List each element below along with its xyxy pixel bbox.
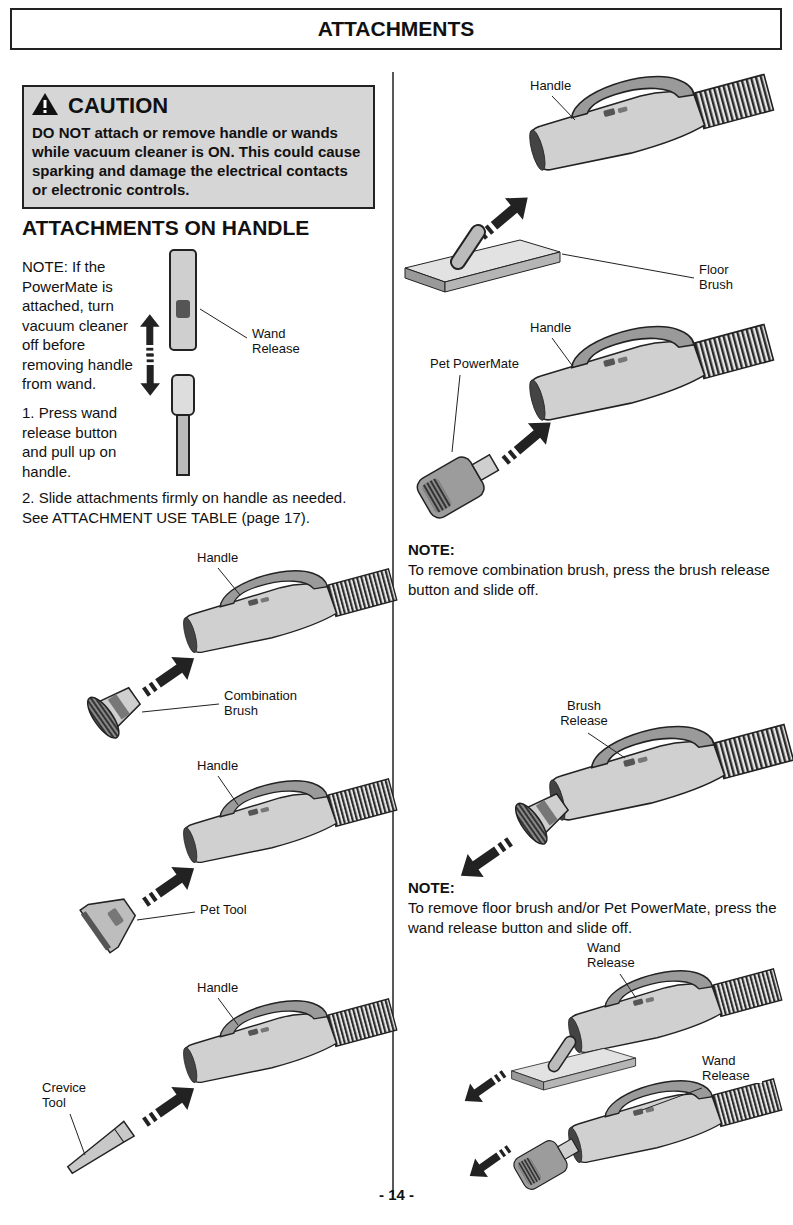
note-text: To remove floor brush and/or Pet PowerMa…	[408, 898, 778, 937]
note-heading: NOTE:	[408, 878, 455, 897]
warning-icon	[30, 91, 60, 117]
part-label: Wand Release	[585, 940, 647, 970]
part-label: Crevice Tool	[40, 1080, 90, 1110]
part-label: Pet PowerMate	[428, 356, 521, 372]
part-label: Wand Release	[250, 326, 312, 356]
part-label: Handle	[528, 320, 573, 336]
note-heading: NOTE:	[408, 540, 455, 559]
part-label: Handle	[195, 550, 240, 566]
part-label: Handle	[195, 758, 240, 774]
page-number: - 14 -	[0, 1185, 793, 1204]
part-label: Wand Release	[700, 1053, 762, 1083]
part-label: Brush Release	[553, 698, 615, 728]
caution-text: DO NOT attach or remove handle or wands …	[32, 123, 365, 199]
part-label: Handle	[195, 980, 240, 996]
page-title: ATTACHMENTS	[10, 8, 782, 50]
part-label: Floor Brush	[697, 262, 752, 292]
part-label: Handle	[528, 78, 573, 94]
part-label: Pet Tool	[198, 902, 249, 918]
step-text: 2. Slide attachments firmly on handle as…	[22, 488, 377, 527]
step-text: 1. Press wand release button and pull up…	[22, 403, 142, 481]
section-heading: ATTACHMENTS ON HANDLE	[22, 215, 309, 241]
caution-box: CAUTION DO NOT attach or remove handle or…	[22, 85, 375, 209]
caution-heading: CAUTION	[32, 93, 365, 119]
note-text: To remove combination brush, press the b…	[408, 560, 778, 599]
part-label: Combination Brush	[222, 688, 302, 718]
note-text: NOTE: If the PowerMate is attached, turn…	[22, 257, 142, 394]
